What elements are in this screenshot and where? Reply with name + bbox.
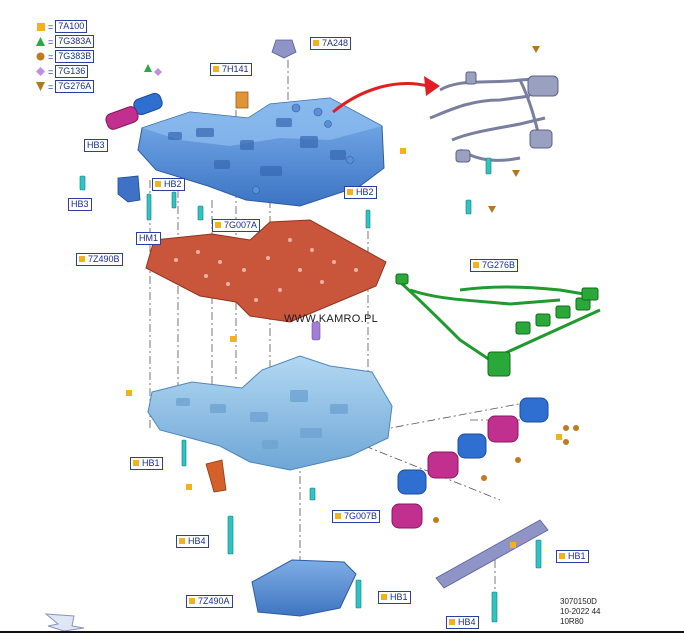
separator-plate: [145, 219, 387, 323]
label-hb1-bottom: HB1: [378, 591, 411, 604]
label-7z490a: 7Z490A: [186, 595, 233, 608]
pointer-arrowhead: [424, 76, 440, 96]
solenoid-retainer: [435, 519, 549, 589]
circle-marker-icon: [36, 52, 45, 61]
lower-valve-body: [147, 355, 393, 471]
label-7g007b: 7G007B: [332, 510, 381, 523]
bolts: [79, 175, 542, 623]
label-7g007a: 7G007A: [212, 219, 261, 232]
legend-row: = 7G136: [36, 64, 94, 79]
triangle-down-marker-icon: [36, 82, 45, 91]
square-marker-icon: [36, 22, 45, 31]
bottom-rule: [0, 631, 684, 633]
small-brackets: [117, 39, 321, 493]
label-7h141: 7H141: [210, 63, 252, 76]
label-hb3-top: HB3: [84, 139, 108, 152]
lead-frame-pins: [465, 157, 492, 215]
legend-code: 7G136: [55, 65, 89, 78]
legend-row: = 7G383B: [36, 49, 95, 64]
legend-code: 7G276A: [55, 80, 95, 93]
legend-row: = 7A100: [36, 19, 94, 34]
footer-reference: 3070150D 10-2022 44 10R80: [560, 597, 600, 627]
label-hb2-left: HB2: [152, 178, 185, 191]
legend-code: 7A100: [55, 20, 88, 33]
label-hb4-left: HB4: [176, 535, 209, 548]
footer-line: 3070150D: [560, 597, 597, 606]
direction-arrow-icon: [44, 613, 85, 632]
triangle-marker-icon: [36, 37, 45, 46]
lead-frame-connectors: [455, 71, 559, 163]
oil-pan-filter: [251, 559, 357, 617]
label-7a248: 7A248: [310, 37, 352, 50]
green-harness-connectors: [395, 273, 599, 377]
upper-valve-body: [137, 97, 385, 207]
green-wiring-harness: [398, 280, 601, 362]
label-hm1: HM1: [136, 232, 162, 245]
label-hb1-right: HB1: [556, 550, 589, 563]
solenoids: [105, 92, 549, 529]
legend-row: = 7G383A: [36, 34, 95, 49]
footer-line: 10-2022 44: [560, 607, 601, 616]
footer-line: 10R80: [560, 617, 584, 626]
label-7z490b: 7Z490B: [76, 253, 123, 266]
legend-row: = 7G276A: [36, 79, 95, 94]
label-hb2-right: HB2: [344, 186, 377, 199]
label-hb1-left: HB1: [130, 457, 163, 470]
label-7g276b: 7G276B: [470, 259, 519, 272]
pointer-arrow: [332, 82, 429, 114]
legend: = 7A100 = 7G383A = 7G383B = 7G136 = 7G27…: [36, 19, 95, 94]
label-hb4-right: HB4: [446, 616, 479, 629]
part-markers: [126, 46, 579, 548]
diamond-marker-icon: [36, 67, 45, 76]
watermark-text: WWW.KAMRO.PL: [284, 313, 379, 325]
legend-code: 7G383A: [55, 35, 95, 48]
legend-code: 7G383B: [55, 50, 95, 63]
label-hb3-bottom: HB3: [68, 198, 92, 211]
